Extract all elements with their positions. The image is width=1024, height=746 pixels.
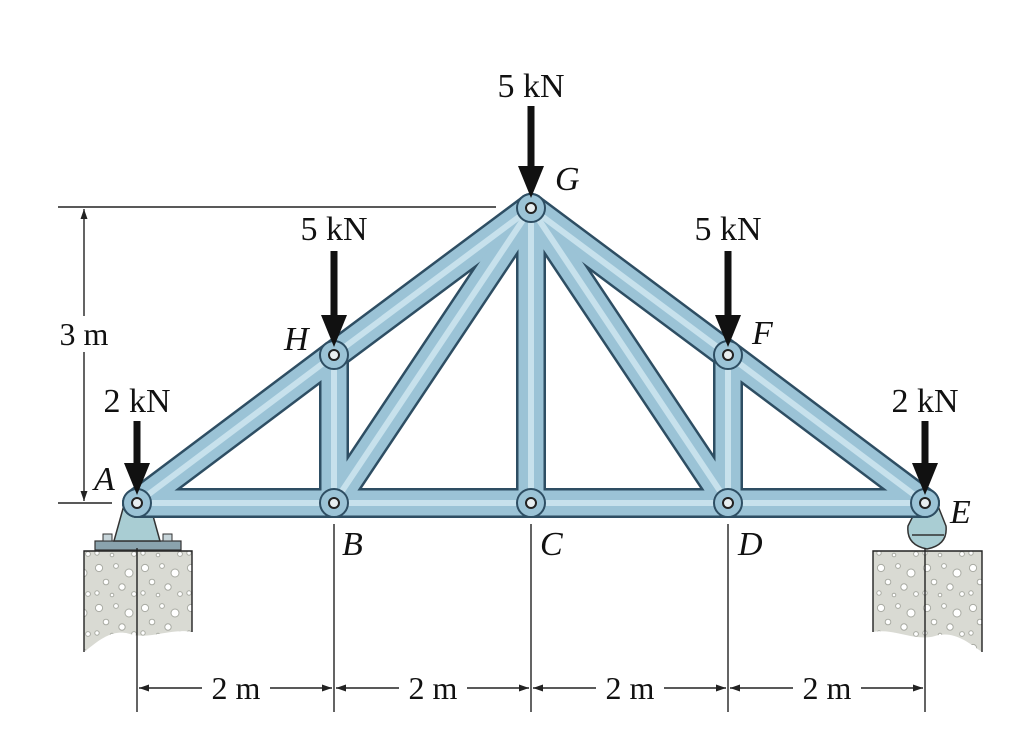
truss-joints (122, 193, 940, 518)
node-label-B: B (342, 526, 363, 563)
joint-pin-F (722, 349, 734, 361)
dimension-label-span-DE: 2 m (803, 670, 852, 706)
foundation-right (872, 550, 983, 652)
load-label-E: 2 kN (891, 383, 958, 420)
load-label-F: 5 kN (694, 211, 761, 248)
load-arrow-H (321, 251, 347, 347)
dimension-label-height: 3 m (60, 316, 109, 352)
load-label-H: 5 kN (300, 211, 367, 248)
node-label-A: A (92, 461, 115, 498)
load-arrow-G (518, 106, 544, 198)
joint-pin-H (328, 349, 340, 361)
node-label-D: D (737, 526, 763, 563)
member-HG-hl (331, 205, 534, 358)
joint-pin-A (131, 497, 143, 509)
node-label-C: C (540, 526, 563, 563)
dimension-label-span-BC: 2 m (409, 670, 458, 706)
member-AH-hl (134, 352, 337, 506)
node-label-E: E (949, 494, 971, 531)
node-label-H: H (283, 321, 311, 358)
joint-pin-D (722, 497, 734, 509)
member-BG-hl (331, 205, 534, 506)
load-arrows (124, 106, 938, 495)
joint-pin-E (919, 497, 931, 509)
member-GD-hl (528, 205, 731, 506)
foundation-left (83, 550, 193, 652)
dimension-label-span-CD: 2 m (606, 670, 655, 706)
load-label-A: 2 kN (103, 383, 170, 420)
truss-members (122, 193, 940, 518)
dimension-label-span-AB: 2 m (212, 670, 261, 706)
joint-pin-B (328, 497, 340, 509)
member-GF-hl (528, 205, 731, 358)
load-label-G: 5 kN (497, 68, 564, 105)
node-label-G: G (555, 161, 580, 198)
dimension-lines (58, 206, 926, 712)
node-label-F: F (751, 315, 774, 352)
load-arrow-F (715, 251, 741, 347)
joint-pin-G (525, 202, 537, 214)
member-FE-hl (725, 352, 928, 506)
load-arrow-E (912, 421, 938, 495)
load-arrow-A (124, 421, 150, 495)
joint-pin-C (525, 497, 537, 509)
